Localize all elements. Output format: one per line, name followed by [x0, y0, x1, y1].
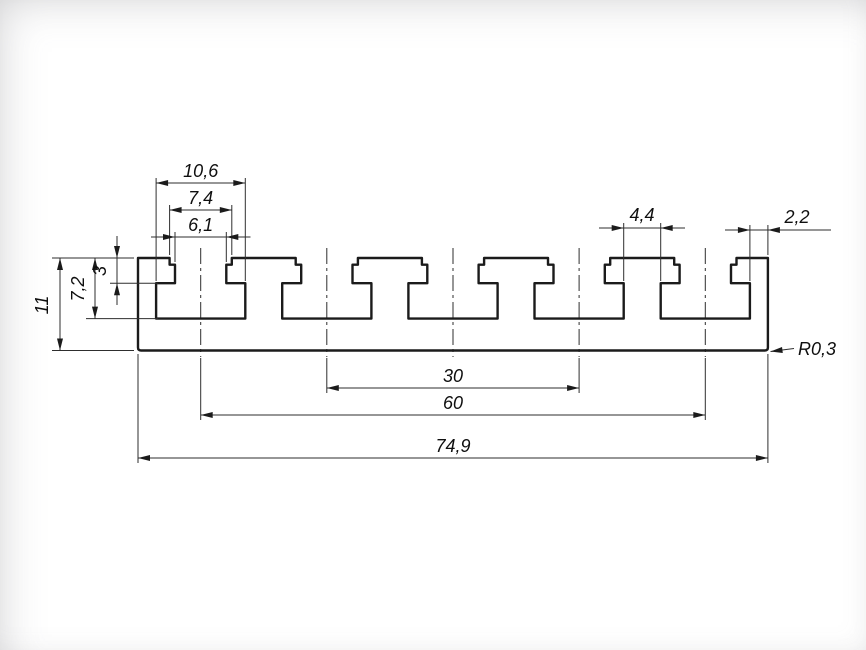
- dim-label-edge-width: 2,2: [783, 207, 809, 227]
- dim-label-web-width: 4,4: [629, 205, 654, 225]
- arrowhead: [755, 455, 768, 461]
- arrowhead: [737, 227, 750, 233]
- arrowhead: [611, 225, 624, 231]
- dim-label-neck-depth: 3: [90, 266, 110, 276]
- extension-lines: [52, 178, 769, 463]
- arrowhead: [693, 412, 706, 418]
- arrowhead: [138, 455, 150, 461]
- dim-label-slot-neck-width: 6,1: [188, 215, 213, 235]
- dim-label-total-width: 74,9: [435, 436, 470, 456]
- arrowhead: [233, 180, 246, 186]
- arrowhead: [567, 385, 580, 391]
- arrowhead: [114, 246, 120, 258]
- dim-label-fillet-radius: R0,3: [798, 339, 836, 359]
- dim-label-height: 11: [32, 296, 52, 315]
- arrowhead: [57, 258, 63, 270]
- dim-label-slot-depth: 7,2: [68, 276, 88, 301]
- arrowhead: [163, 234, 175, 240]
- dim-label-slot-bottom-width: 10,6: [183, 161, 219, 181]
- dim-label-center-span-2: 30: [443, 366, 463, 386]
- dim-label-center-span-4: 60: [443, 393, 463, 413]
- arrowhead: [92, 306, 98, 319]
- arrowhead: [660, 225, 673, 231]
- profile-outline: [136, 256, 770, 352]
- arrowhead: [326, 385, 339, 391]
- arrowhead: [114, 283, 120, 296]
- arrowhead: [219, 207, 232, 213]
- arrowhead: [770, 347, 783, 355]
- dim-label-slot-top-width: 7,4: [188, 188, 213, 208]
- dimension-arrowheads: [57, 180, 783, 461]
- arrowhead: [169, 207, 182, 213]
- arrowhead: [57, 338, 63, 351]
- arrowhead: [156, 180, 169, 186]
- arrowhead: [767, 227, 780, 233]
- dimension-labels: 10,6 7,4 6,1 3 7,2 11 4,4 2,2 30 60 74,9…: [32, 161, 836, 456]
- dimension-lines: [59, 182, 831, 459]
- arrowhead: [200, 412, 213, 418]
- center-lines: [200, 248, 706, 357]
